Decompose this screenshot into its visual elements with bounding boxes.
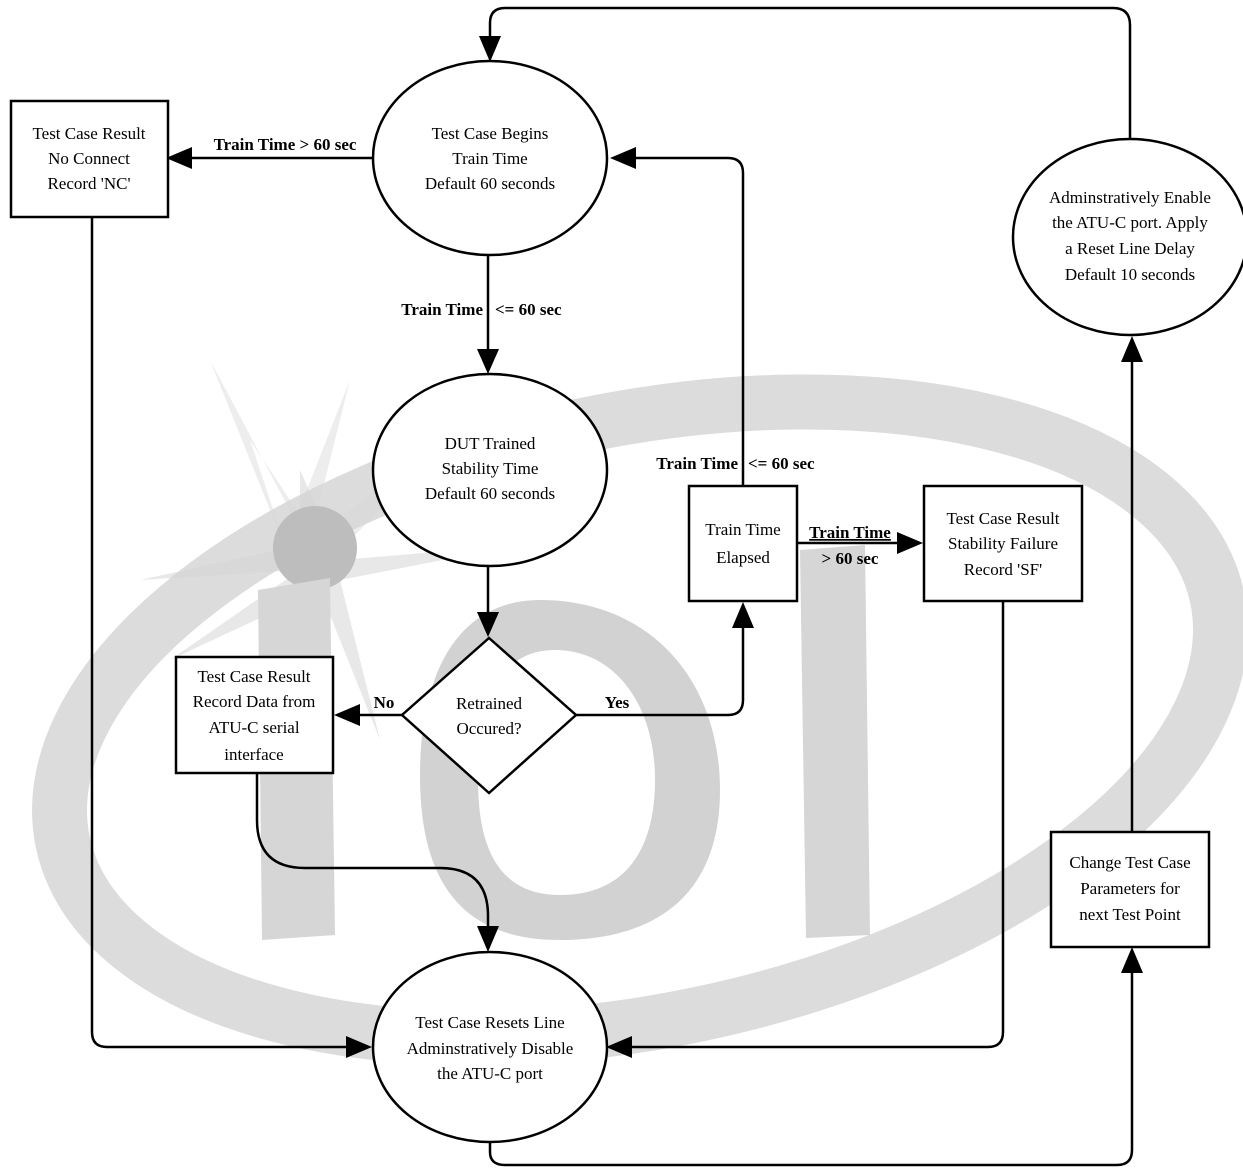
arrowhead (606, 1036, 632, 1058)
node-label: No Connect (48, 149, 130, 168)
edge-label-lte-60: <= 60 sec (748, 454, 815, 473)
node-label: Test Case Result (946, 509, 1059, 528)
edge-resets-to-change (488, 972, 1134, 1167)
edge-stability-to-resets (630, 601, 1005, 1049)
arrowhead (477, 926, 499, 952)
arrowhead (1121, 947, 1143, 973)
node-label: Parameters for (1080, 879, 1180, 898)
edge-labels: Train Time > 60 sec Train Time <= 60 sec… (214, 135, 892, 712)
edge-label-yes: Yes (605, 693, 630, 712)
node-change-parameters: Change Test Case Parameters for next Tes… (1049, 830, 1211, 949)
node-label: next Test Point (1079, 905, 1181, 924)
node-retrained-occured: Retrained Occured? (400, 636, 578, 795)
arrowhead (610, 147, 636, 169)
node-label: a Reset Line Delay (1065, 239, 1195, 258)
node-label: Test Case Resets Line (415, 1013, 564, 1032)
node-label: Default 60 seconds (425, 484, 555, 503)
edge-enable-to-begins (488, 6, 1132, 138)
node-label: Change Test Case (1069, 853, 1190, 872)
node-result-stability-failure: Test Case Result Stability Failure Recor… (922, 484, 1084, 603)
node-label: Occured? (456, 719, 521, 738)
node-train-time-elapsed: Train Time Elapsed (687, 484, 799, 603)
arrowhead (732, 602, 754, 628)
arrowhead (334, 704, 360, 726)
arrowhead (1121, 336, 1143, 362)
edge-label-no: No (374, 693, 395, 712)
arrowhead (897, 532, 923, 554)
edge-label-train-time: Train Time (656, 454, 738, 473)
node-label: Retrained (456, 694, 523, 713)
edge-retrained-yes (575, 626, 745, 717)
node-result-no-connect: Test Case Result No Connect Record 'NC' (9, 99, 170, 219)
edge-label-train-time: Train Time (809, 523, 891, 542)
edge-label-gt-60: > 60 sec (822, 549, 879, 568)
node-resets-line: Test Case Resets Line Adminstratively Di… (371, 950, 609, 1144)
node-label: Test Case Result (32, 124, 145, 143)
node-label: Default 10 seconds (1065, 265, 1195, 284)
node-label: ATU-C serial (208, 718, 299, 737)
node-label: Elapsed (716, 548, 770, 567)
node-label: Stability Time (442, 459, 539, 478)
arrowhead (166, 147, 192, 169)
node-result-record-data: Test Case Result Record Data from ATU-C … (174, 655, 335, 775)
edge-label-lte-60: <= 60 sec (495, 300, 562, 319)
node-label: Stability Failure (948, 534, 1058, 553)
node-label: Adminstratively Enable (1049, 188, 1211, 207)
watermark-letter-l (800, 545, 870, 938)
node-label: Record 'NC' (47, 174, 130, 193)
connectors (90, 6, 1143, 1167)
node-label: Train Time (705, 520, 780, 539)
edge-label-train-time: Train Time (401, 300, 483, 319)
node-label: Record Data from (193, 692, 316, 711)
arrowhead (477, 612, 499, 637)
node-label: DUT Trained (445, 434, 536, 453)
edge-no-connect-to-resets (90, 217, 348, 1049)
node-enable-port: Adminstratively Enable the ATU-C port. A… (1011, 137, 1243, 337)
edge-record-data-to-resets (255, 773, 490, 928)
node-dut-trained: DUT Trained Stability Time Default 60 se… (371, 372, 609, 568)
arrowhead (346, 1036, 372, 1058)
node-label: the ATU-C port (437, 1064, 543, 1083)
node-label: Record 'SF' (964, 560, 1042, 579)
node-label: Test Case Begins (432, 124, 549, 143)
node-test-case-begins: Test Case Begins Train Time Default 60 s… (371, 59, 609, 257)
arrowhead (477, 349, 499, 374)
node-label: Default 60 seconds (425, 174, 555, 193)
arrowhead (479, 36, 501, 62)
node-label: Train Time (452, 149, 527, 168)
node-label: the ATU-C port. Apply (1052, 213, 1208, 232)
edge-elapsed-to-begins (634, 156, 745, 486)
node-label: Adminstratively Disable (407, 1039, 574, 1058)
edge-label-train-time-gt-60: Train Time > 60 sec (214, 135, 357, 154)
node-label: Test Case Result (197, 667, 310, 686)
node-label: interface (224, 745, 283, 764)
